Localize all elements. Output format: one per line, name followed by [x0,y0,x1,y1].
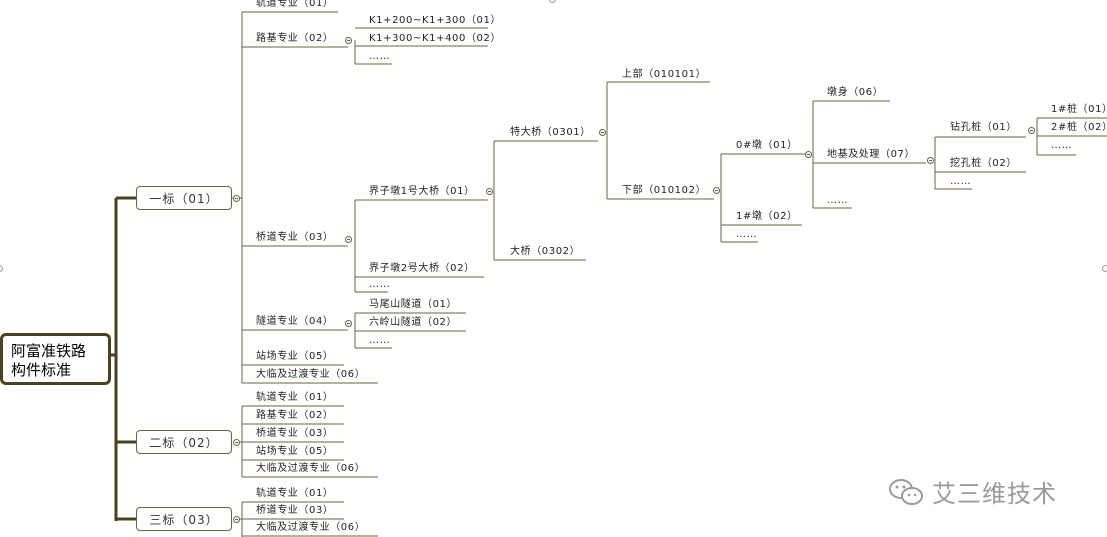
pile-node[interactable]: 1#桩（01） [1051,104,1107,115]
s2-item[interactable]: 桥道专业（03） [256,428,334,439]
collapse-toggle-icon[interactable] [599,129,606,136]
collapse-toggle-icon[interactable] [233,195,240,202]
upper-part-node[interactable]: 上部（010101） [622,69,707,80]
s2-item[interactable]: 站场专业（05） [256,446,334,457]
wechat-icon [889,478,923,505]
tunnel-item[interactable]: 六岭山隧道（02） [369,317,458,328]
root-line-1: 阿富准铁路 [11,342,87,360]
pier-body-node[interactable]: 墩身（06） [827,87,884,98]
root-line-2: 构件标准 [11,361,72,379]
foundation-more[interactable]: …… [950,176,972,187]
pier-node[interactable]: 1#墩（02） [736,211,798,222]
collapse-toggle-icon[interactable] [233,516,240,523]
subgrade-item[interactable]: K1+300~K1+400（02） [369,33,502,44]
collapse-toggle-icon[interactable] [1028,127,1035,134]
collapse-toggle-icon[interactable] [486,188,493,195]
collapse-toggle-icon[interactable] [345,37,352,44]
bored-pile-node[interactable]: 钻孔桩（01） [950,122,1017,133]
collapse-toggle-icon[interactable] [713,187,720,194]
s1-track-node[interactable]: 轨道专业（01） [256,0,334,9]
s3-item[interactable]: 大临及过渡专业（06） [256,522,366,533]
tunnel-item[interactable]: 马尾山隧道（01） [369,299,458,310]
collapse-toggle-icon[interactable] [927,157,934,164]
subgrade-item[interactable]: K1+200~K1+300（01） [369,15,502,26]
s1-temp-node[interactable]: 大临及过渡专业（06） [256,369,366,380]
bridge-item-more[interactable]: …… [369,279,391,290]
s1-subgrade-node[interactable]: 路基专业（02） [256,33,334,44]
lower-part-node[interactable]: 下部（010102） [622,185,707,196]
watermark: 艾三维技术 [888,474,1057,509]
pier-node[interactable]: 0#墩（01） [736,140,798,151]
foundation-node[interactable]: 地基及处理（07） [827,149,916,160]
pile-node[interactable]: 2#桩（02） [1051,122,1107,133]
s3-item[interactable]: 轨道专业（01） [256,488,334,499]
section-2-node[interactable]: 二标（02） [136,430,232,454]
s2-item[interactable]: 路基专业（02） [256,410,334,421]
subgrade-item-more[interactable]: …… [369,51,391,62]
s1-tunnel-node[interactable]: 隧道专业（04） [256,316,334,327]
large-bridge-node[interactable]: 大桥（0302） [510,246,581,257]
root-node[interactable]: 阿富准铁路 构件标准 [0,333,111,385]
dug-pile-node[interactable]: 挖孔桩（02） [950,158,1017,169]
bridge-item[interactable]: 界子墩1号大桥（01） [369,186,475,197]
pile-more[interactable]: …… [1051,140,1073,151]
special-bridge-node[interactable]: 特大桥（0301） [510,127,591,138]
s3-item[interactable]: 桥道专业（03） [256,505,334,516]
bridge-item[interactable]: 界子墩2号大桥（02） [369,263,475,274]
section-1-node[interactable]: 一标（01） [136,186,232,210]
pier-more[interactable]: …… [736,229,758,240]
collapse-toggle-icon[interactable] [805,151,812,158]
collapse-toggle-icon[interactable] [233,439,240,446]
s1-station-node[interactable]: 站场专业（05） [256,351,334,362]
s1-bridge-node[interactable]: 桥道专业（03） [256,232,334,243]
resize-handle-right[interactable] [1102,265,1107,272]
s2-item[interactable]: 轨道专业（01） [256,392,334,403]
watermark-text: 艾三维技术 [932,480,1057,508]
collapse-toggle-icon[interactable] [345,236,352,243]
pier0-more[interactable]: …… [827,195,849,206]
s2-item[interactable]: 大临及过渡专业（06） [256,463,366,474]
tunnel-item-more[interactable]: …… [369,335,391,346]
section-3-node[interactable]: 三标（03） [136,507,232,531]
collapse-toggle-icon[interactable] [345,320,352,327]
